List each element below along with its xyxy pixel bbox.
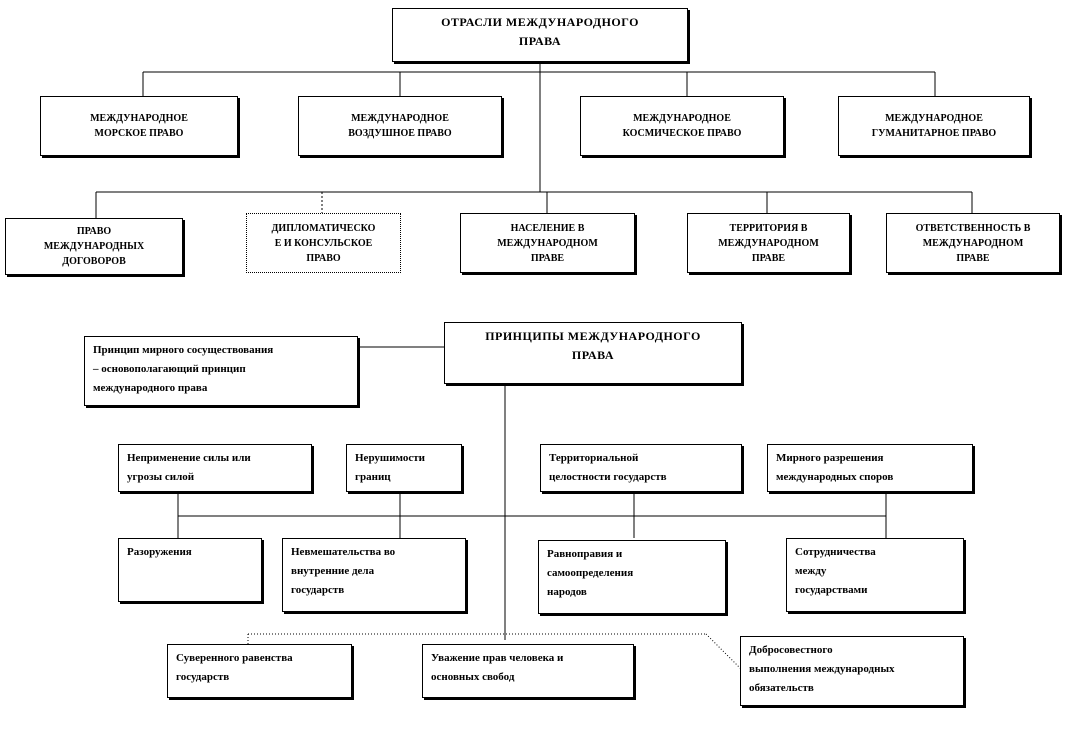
principle-box: Нерушимости границ [346, 444, 462, 492]
box-line: Разоружения [127, 546, 192, 558]
box-line: – основополагающий принцип [93, 363, 246, 375]
box-line: КОСМИЧЕСКОЕ ПРАВО [622, 128, 742, 139]
box-line: ПРАВЕ [956, 252, 990, 264]
branches-title-box: ОТРАСЛИ МЕЖДУНАРОДНОГО ПРАВА [392, 8, 688, 62]
box-line: Равноправия и [547, 548, 623, 560]
box-line: Суверенного равенства [176, 652, 293, 664]
box-line: МЕЖДУНАРОДНОЕ [351, 113, 449, 124]
box-line: границ [355, 471, 391, 483]
box-line: ПРАВЕ [530, 252, 565, 264]
box-line: МЕЖДУНАРОДНЫХ [43, 241, 145, 252]
box-line: ДОГОВОРОВ [62, 256, 126, 267]
box-line: международного права [93, 382, 208, 394]
box-line: Е И КОНСУЛЬСКОЕ [274, 237, 373, 249]
box-line: МЕЖДУНАРОДНОМ [497, 237, 598, 249]
box-line: ПРАВО [76, 226, 112, 237]
title-line: ПРАВА [571, 348, 615, 362]
branch-box: МЕЖДУНАРОДНОЕ КОСМИЧЕСКОЕ ПРАВО [580, 96, 784, 156]
box-line: государств [176, 671, 230, 683]
box-line: международных споров [776, 471, 894, 483]
principle-box: Разоружения [118, 538, 262, 602]
box-line: Добросовестного [749, 644, 833, 656]
box-line: между [795, 565, 827, 577]
box-line: МОРСКОЕ ПРАВО [94, 128, 184, 139]
principle-box: Территориальной целостности государств [540, 444, 742, 492]
box-line: Невмешательства во [291, 546, 396, 558]
box-line: государствами [795, 584, 868, 596]
box-line: ГУМАНИТАРНОЕ ПРАВО [871, 128, 997, 139]
box-line: самоопределения [547, 567, 634, 579]
box-line: угрозы силой [127, 471, 195, 483]
box-line: целостности государств [549, 471, 667, 483]
principle-box: Добросовестного выполнения международных… [740, 636, 964, 706]
title-line: ОТРАСЛИ МЕЖДУНАРОДНОГО [441, 15, 639, 29]
principle-box: Мирного разрешения международных споров [767, 444, 973, 492]
box-line: ПРАВО [306, 252, 341, 264]
title-line: ПРИНЦИПЫ МЕЖДУНАРОДНОГО [485, 329, 701, 343]
box-line: Сотрудничества [795, 546, 876, 558]
box-line: Уважение прав человека и [431, 652, 564, 664]
box-line: МЕЖДУНАРОДНОМ [922, 237, 1024, 249]
principle-box: Сотрудничества между государствами [786, 538, 964, 612]
box-line: Территориальной [549, 452, 639, 464]
box-line: МЕЖДУНАРОДНОМ [718, 237, 819, 249]
box-line: НАСЕЛЕНИЕ В [510, 222, 585, 234]
principles-title-box: ПРИНЦИПЫ МЕЖДУНАРОДНОГО ПРАВА [444, 322, 742, 384]
principle-box: Принцип мирного сосуществования – осново… [84, 336, 358, 406]
box-line: внутренние дела [291, 565, 375, 577]
box-line: МЕЖДУНАРОДНОЕ [633, 113, 731, 124]
box-line: МЕЖДУНАРОДНОЕ [885, 113, 983, 124]
box-line: ДИПЛОМАТИЧЕСКО [271, 222, 376, 234]
box-line: ПРАВЕ [751, 252, 786, 264]
branch-box: ПРАВО МЕЖДУНАРОДНЫХ ДОГОВОРОВ [5, 218, 183, 275]
connector [705, 633, 745, 673]
box-line: ОТВЕТСТВЕННОСТЬ В [915, 222, 1031, 234]
box-line: Нерушимости [355, 452, 426, 464]
principle-box: Неприменение силы или угрозы силой [118, 444, 312, 492]
principle-box: Невмешательства во внутренние дела госуд… [282, 538, 466, 612]
branch-box: МЕЖДУНАРОДНОЕ ГУМАНИТАРНОЕ ПРАВО [838, 96, 1030, 156]
box-line: Принцип мирного сосуществования [93, 344, 274, 356]
branch-box: НАСЕЛЕНИЕ В МЕЖДУНАРОДНОМ ПРАВЕ [460, 213, 635, 273]
branch-box: ОТВЕТСТВЕННОСТЬ В МЕЖДУНАРОДНОМ ПРАВЕ [886, 213, 1060, 273]
box-line: основных свобод [431, 671, 515, 683]
principle-box: Суверенного равенства государств [167, 644, 352, 698]
branch-box: ДИПЛОМАТИЧЕСКО Е И КОНСУЛЬСКОЕ ПРАВО [246, 213, 401, 273]
branch-box: ТЕРРИТОРИЯ В МЕЖДУНАРОДНОМ ПРАВЕ [687, 213, 850, 273]
box-line: народов [547, 586, 587, 598]
box-line: ВОЗДУШНОЕ ПРАВО [348, 128, 452, 139]
box-line: Мирного разрешения [776, 452, 884, 464]
box-line: выполнения международных [749, 663, 895, 675]
title-line: ПРАВА [518, 34, 562, 48]
branch-box: МЕЖДУНАРОДНОЕ ВОЗДУШНОЕ ПРАВО [298, 96, 502, 156]
principle-box: Равноправия и самоопределения народов [538, 540, 726, 614]
box-line: обязательств [749, 682, 814, 694]
box-line: ТЕРРИТОРИЯ В [729, 222, 808, 234]
branch-box: МЕЖДУНАРОДНОЕ МОРСКОЕ ПРАВО [40, 96, 238, 156]
box-line: Неприменение силы или [127, 452, 251, 464]
principle-box: Уважение прав человека и основных свобод [422, 644, 634, 698]
box-line: МЕЖДУНАРОДНОЕ [90, 113, 188, 124]
box-line: государств [291, 584, 345, 596]
